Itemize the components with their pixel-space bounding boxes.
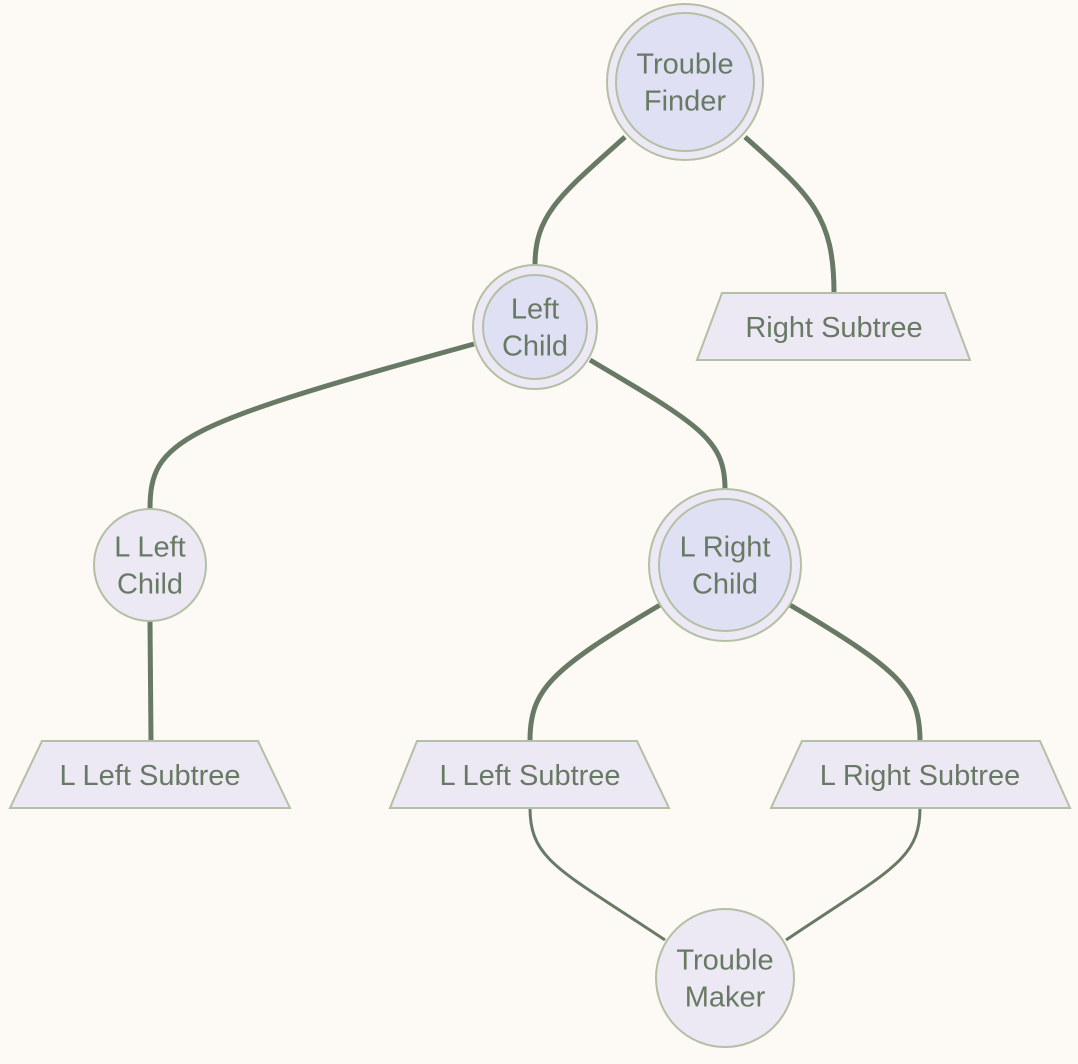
edge-llc-to-lls1 (147, 620, 154, 742)
trapezoid-shape (769, 740, 1072, 809)
node-label: Finder (644, 86, 727, 118)
node-label: L Left Subtree (439, 760, 620, 792)
node-label: Right Subtree (745, 312, 922, 344)
node-label: L Right Subtree (820, 760, 1020, 792)
trapezoid-shape (388, 740, 671, 809)
edge-lrc-to-lls2 (527, 602, 662, 742)
node-rs[interactable]: Right Subtree (695, 292, 972, 361)
edge-tf-to-lc (532, 135, 627, 266)
node-label: Left (511, 294, 559, 326)
edge-lrs-to-tm (785, 807, 922, 942)
edge-tf-to-rs (743, 135, 837, 294)
node-label: L Left (114, 532, 185, 564)
edges (147, 135, 923, 942)
trapezoid-shape (8, 740, 292, 809)
node-lls1[interactable]: L Left Subtree (8, 740, 292, 809)
node-label: L Left Subtree (59, 760, 240, 792)
inner-circle-shape (658, 498, 792, 632)
circle-shape (93, 508, 207, 622)
node-label: Maker (685, 982, 766, 1014)
node-lls2[interactable]: L Left Subtree (388, 740, 671, 809)
node-lrs[interactable]: L Right Subtree (769, 740, 1072, 809)
edge-lls2-to-tm (528, 807, 666, 942)
inner-circle-shape (482, 274, 588, 380)
trapezoid-shape (695, 292, 972, 361)
node-label: L Right (680, 532, 771, 564)
node-label: Trouble (676, 945, 773, 977)
node-label: Child (502, 331, 568, 363)
edge-lc-to-lrc (588, 357, 728, 490)
circle-shape (655, 908, 795, 1048)
inner-circle-shape (615, 12, 755, 152)
node-label: Child (117, 569, 183, 601)
edge-lrc-to-lrs (788, 602, 923, 742)
node-label: Child (692, 569, 758, 601)
node-label: Trouble (636, 49, 733, 81)
edge-lc-to-llc (147, 341, 475, 510)
